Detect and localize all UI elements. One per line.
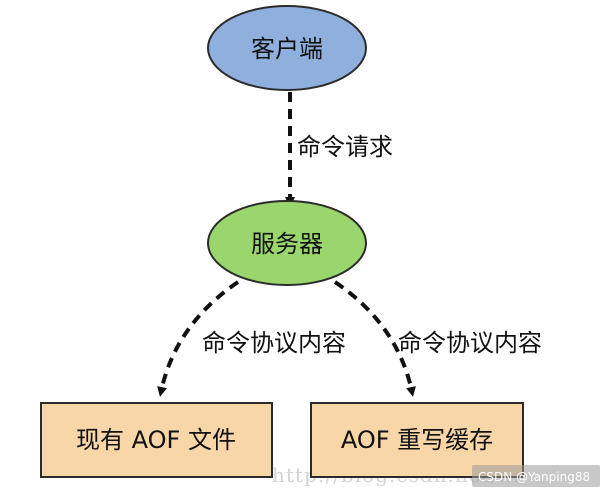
watermark-credit-bg [472, 465, 600, 487]
node-aof-file: 现有 AOF 文件 [40, 402, 273, 478]
node-aof-buffer-label: AOF 重写缓存 [341, 426, 493, 454]
edge-protocol-right-label: 命令协议内容 [398, 329, 542, 357]
node-client: 客户端 [207, 5, 367, 91]
edge-request-label: 命令请求 [297, 133, 393, 161]
node-client-shape [207, 5, 367, 91]
edge-protocol-left-label: 命令协议内容 [202, 329, 346, 357]
node-aof-file-shape [40, 402, 273, 478]
edge-request: 命令请求 [285, 92, 393, 207]
edge-protocol-left: 命令协议内容 [157, 280, 346, 397]
node-aof-buffer-shape [310, 402, 524, 478]
node-client-label: 客户端 [251, 35, 323, 63]
edge-protocol-right: 命令协议内容 [333, 280, 542, 397]
node-aof-file-label: 现有 AOF 文件 [76, 426, 236, 454]
node-server: 服务器 [207, 200, 367, 286]
node-aof-buffer: AOF 重写缓存 [310, 402, 524, 478]
node-server-shape [207, 200, 367, 286]
edge-protocol-right-line [333, 280, 416, 397]
watermark-credit: CSDN @Yanping88 [472, 465, 600, 487]
edge-protocol-left-line [157, 280, 240, 397]
node-server-label: 服务器 [251, 230, 323, 258]
watermark-credit-text: CSDN @Yanping88 [478, 470, 590, 484]
